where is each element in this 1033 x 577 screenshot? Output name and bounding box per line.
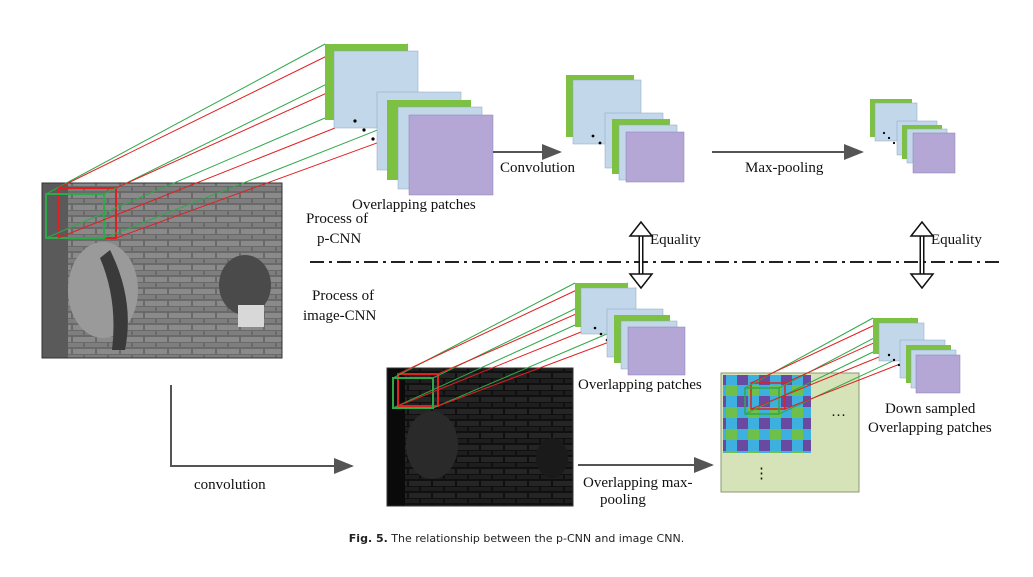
down-sampled-label-line2: Overlapping patches (868, 420, 992, 436)
source-image (41, 182, 283, 359)
process-pcnn-line2: p-CNN (317, 231, 361, 247)
projection-lines-bottom (392, 282, 637, 409)
overlapping-max-label-line1: Overlapping max- (583, 475, 693, 491)
equality-arrow-left (628, 220, 654, 290)
caption-text: The relationship between the p-CNN and i… (391, 532, 685, 545)
projection-lines-top (45, 43, 419, 239)
patch-stack-middle (566, 75, 685, 183)
overlapping-patches-top-label: Overlapping patches (352, 197, 476, 213)
patch-stack-bottom (575, 283, 686, 376)
equality-right-label: Equality (931, 232, 982, 248)
projection-lines-right (744, 317, 919, 415)
convolved-image (386, 367, 574, 507)
equality-left-label: Equality (650, 232, 701, 248)
patch-stack-pooled-top (870, 99, 956, 174)
figure-caption: Fig. 5. The relationship between the p-C… (0, 532, 1033, 545)
process-pcnn-line1: Process of (306, 211, 368, 227)
patch-stack-downsampled (873, 318, 961, 394)
figure-label: Fig. 5. (348, 532, 388, 545)
ellipsis-horizontal: ··· (831, 408, 846, 424)
convolution-bottom-label: convolution (194, 477, 266, 493)
convolution-top-label: Convolution (500, 160, 576, 176)
ellipsis-vertical: ⋮ (754, 466, 769, 482)
process-imagecnn-line1: Process of (312, 288, 374, 304)
process-imagecnn-line2: image-CNN (303, 308, 376, 324)
overlapping-patches-bottom-label: Overlapping patches (578, 377, 702, 393)
overlapping-max-label-line2: pooling (600, 492, 646, 508)
pooled-feature-map (720, 372, 860, 493)
patch-stack-top (325, 44, 494, 196)
equality-arrow-right (909, 220, 935, 290)
max-pooling-label: Max-pooling (745, 160, 824, 176)
down-sampled-label-line1: Down sampled (885, 401, 976, 417)
conv-field-green (392, 377, 434, 409)
convolution-arrow-bottom (170, 385, 354, 474)
receptive-field-green (45, 193, 105, 239)
